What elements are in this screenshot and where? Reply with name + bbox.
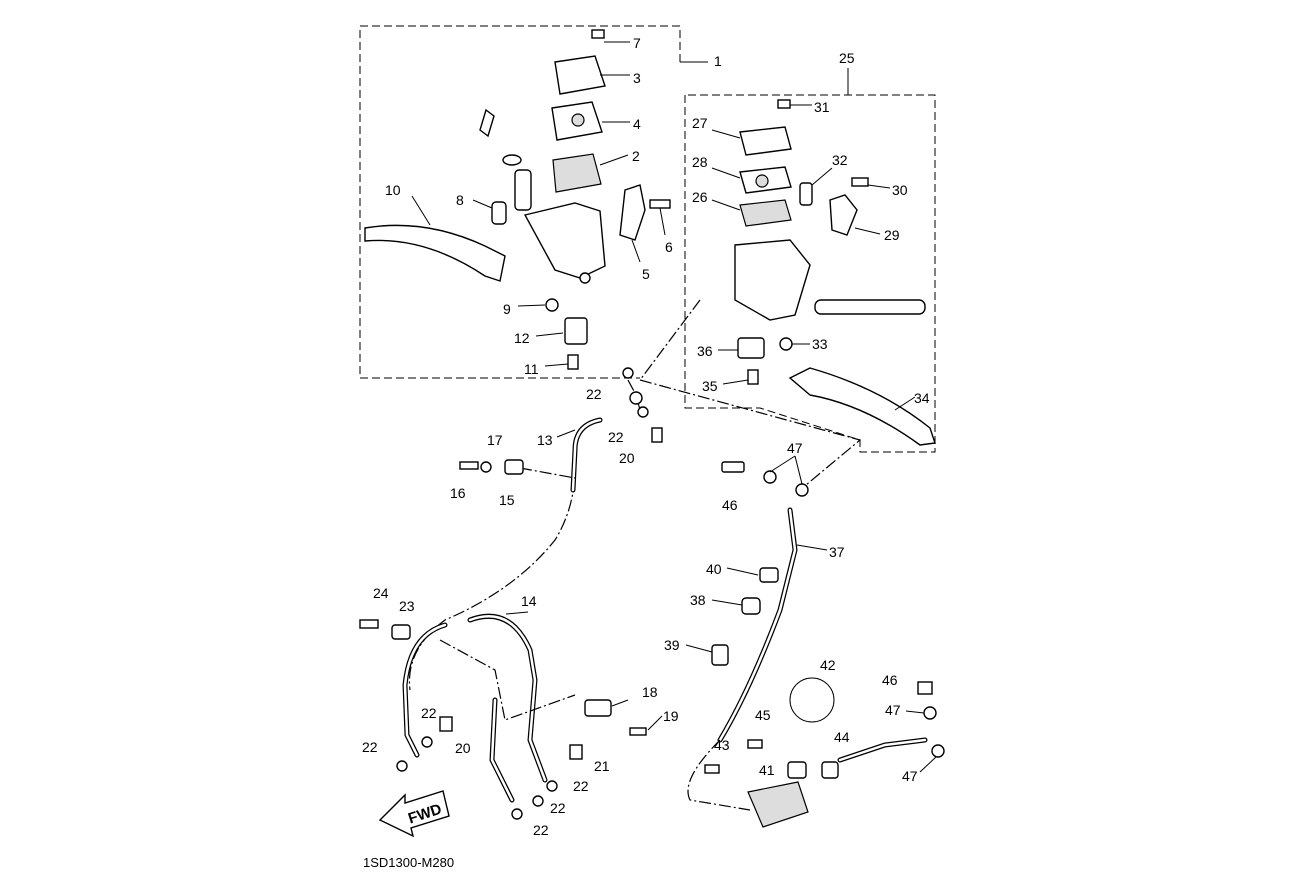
part-label: 47: [885, 702, 901, 718]
master-cylinder-left: [364, 29, 671, 370]
part-label: 17: [487, 432, 503, 448]
part-label: 44: [834, 729, 850, 745]
part-label: 37: [829, 544, 845, 560]
part-label: 22: [362, 739, 378, 755]
part-label: 28: [692, 154, 708, 170]
part-label: 35: [702, 378, 718, 394]
part-label: 2: [632, 148, 640, 164]
part-label: 19: [663, 708, 679, 724]
master-cylinder-right: [734, 99, 936, 446]
part-label: 27: [692, 115, 708, 131]
part-label: 21: [594, 758, 610, 774]
part-label: 34: [914, 390, 930, 406]
part-label: 18: [642, 684, 658, 700]
part-label: 15: [499, 492, 515, 508]
part-label: 46: [722, 497, 738, 513]
part-label: 20: [619, 450, 635, 466]
part-label: 8: [456, 192, 464, 208]
part-label: 31: [814, 99, 830, 115]
part-label: 25: [839, 50, 855, 66]
part-label: 22: [421, 705, 437, 721]
part-label: 47: [902, 768, 918, 784]
part-label: 22: [608, 429, 624, 445]
fwd-arrow: FWD: [378, 790, 450, 838]
part-label: 42: [820, 657, 836, 673]
part-label: 24: [373, 585, 389, 601]
part-label: 5: [642, 266, 650, 282]
part-label: 9: [503, 301, 511, 317]
part-label: 29: [884, 227, 900, 243]
assembly-box-25: [684, 68, 936, 453]
part-label: 1: [714, 53, 722, 69]
part-label: 3: [633, 70, 641, 86]
part-label: 14: [521, 593, 537, 609]
part-label: 46: [882, 672, 898, 688]
part-label: 32: [832, 152, 848, 168]
part-label: 7: [633, 35, 641, 51]
part-label: 10: [385, 182, 401, 198]
part-label: 39: [664, 637, 680, 653]
part-label: 43: [714, 737, 730, 753]
part-label: 16: [450, 485, 466, 501]
part-label: 23: [399, 598, 415, 614]
part-label: 4: [633, 116, 641, 132]
part-label: 22: [586, 386, 602, 402]
part-label: 6: [665, 239, 673, 255]
part-label: 13: [537, 432, 553, 448]
part-labels: 7 1 3 4 2 10 8 6 5 9 12 11 22 13 22 20 1…: [362, 35, 930, 838]
part-label: 47: [787, 440, 803, 456]
part-label: 20: [455, 740, 471, 756]
part-label: 22: [573, 778, 589, 794]
part-label: 26: [692, 189, 708, 205]
part-label: 36: [697, 343, 713, 359]
part-label: 40: [706, 561, 722, 577]
assembly-box-1: [359, 25, 708, 379]
part-label: 30: [892, 182, 908, 198]
diagram-code: 1SD1300-M280: [363, 855, 454, 870]
brake-hoses: [402, 299, 928, 811]
part-label: 22: [550, 800, 566, 816]
part-label: 38: [690, 592, 706, 608]
part-label: 22: [533, 822, 549, 838]
part-label: 11: [524, 361, 539, 377]
fittings: [359, 367, 945, 828]
part-label: 41: [759, 762, 775, 778]
part-label: 12: [514, 330, 530, 346]
part-label: 45: [755, 707, 771, 723]
part-label: 33: [812, 336, 828, 352]
leader-lines: [411, 41, 937, 773]
